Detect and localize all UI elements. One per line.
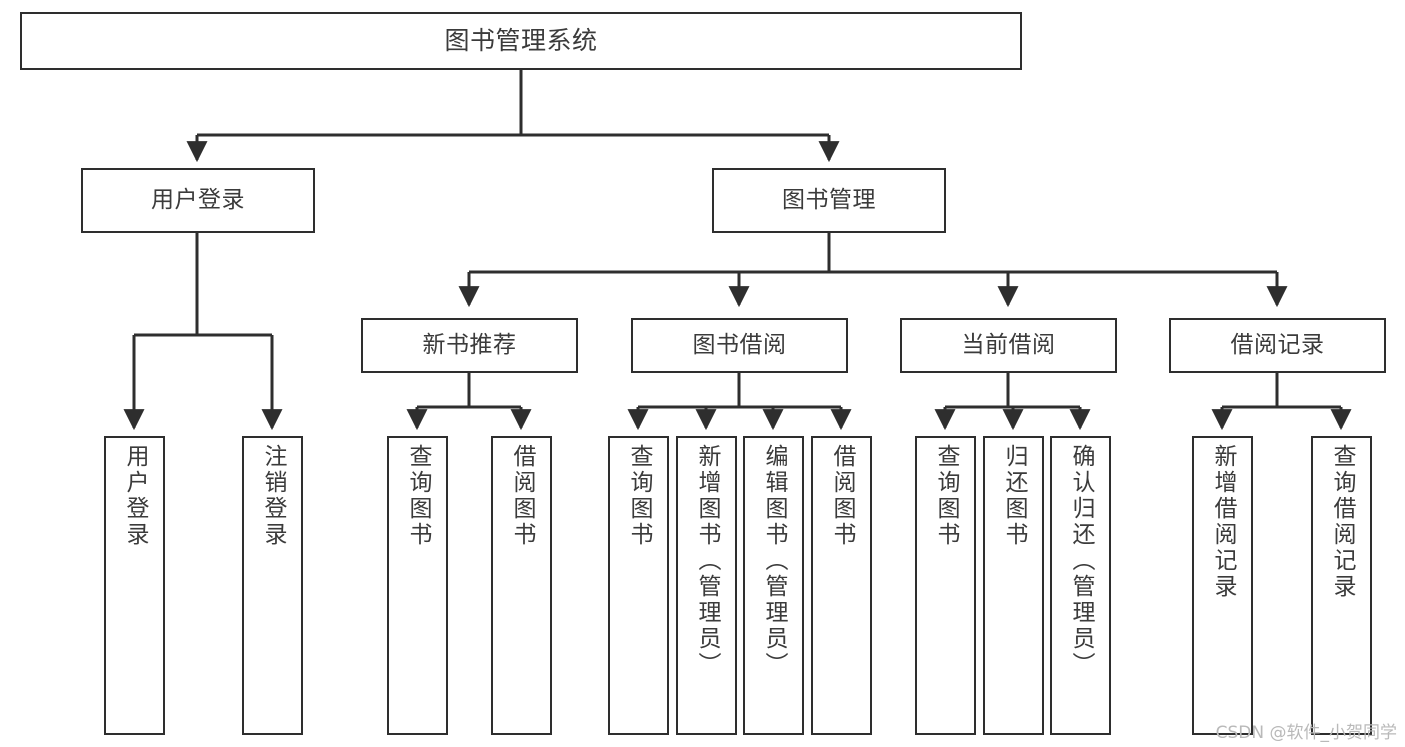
watermark-text: CSDN @软件_小贺同学 [1215, 723, 1397, 743]
node-leaf-add-book-label: 新增图书（管理员） [694, 444, 720, 678]
node-leaf-query-book-3-label: 查询图书 [933, 444, 959, 548]
node-leaf-user-logout-label: 注销登录 [260, 444, 286, 548]
node-book-borrow[interactable]: 图书借阅 [631, 318, 848, 373]
node-leaf-query-book-1[interactable]: 查询图书 [387, 436, 448, 735]
node-leaf-query-book-3[interactable]: 查询图书 [915, 436, 976, 735]
node-borrow-record[interactable]: 借阅记录 [1169, 318, 1386, 373]
node-leaf-confirm-return-label: 确认归还（管理员） [1068, 444, 1094, 678]
node-leaf-user-login-label: 用户登录 [122, 444, 148, 548]
node-leaf-user-logout[interactable]: 注销登录 [242, 436, 303, 735]
node-leaf-user-login[interactable]: 用户登录 [104, 436, 165, 735]
node-leaf-query-record[interactable]: 查询借阅记录 [1311, 436, 1372, 735]
node-book-manage-label: 图书管理 [782, 186, 876, 213]
node-book-borrow-label: 图书借阅 [692, 331, 787, 358]
node-leaf-edit-book[interactable]: 编辑图书（管理员） [743, 436, 804, 735]
node-leaf-edit-book-label: 编辑图书（管理员） [761, 444, 787, 678]
node-book-manage[interactable]: 图书管理 [712, 168, 946, 233]
node-leaf-add-book[interactable]: 新增图书（管理员） [676, 436, 737, 735]
node-leaf-add-record[interactable]: 新增借阅记录 [1192, 436, 1253, 735]
node-leaf-return-book-label: 归还图书 [1001, 444, 1027, 548]
node-user-login[interactable]: 用户登录 [81, 168, 315, 233]
node-leaf-borrow-book-2[interactable]: 借阅图书 [811, 436, 872, 735]
node-leaf-add-record-label: 新增借阅记录 [1210, 444, 1236, 600]
node-leaf-query-book-2[interactable]: 查询图书 [608, 436, 669, 735]
node-leaf-borrow-book-1[interactable]: 借阅图书 [491, 436, 552, 735]
node-leaf-borrow-book-2-label: 借阅图书 [829, 444, 855, 548]
node-leaf-return-book[interactable]: 归还图书 [983, 436, 1044, 735]
node-root-label: 图书管理系统 [444, 26, 598, 56]
node-current-borrow[interactable]: 当前借阅 [900, 318, 1117, 373]
node-new-book-recommend[interactable]: 新书推荐 [361, 318, 578, 373]
node-leaf-query-book-2-label: 查询图书 [626, 444, 652, 548]
node-root[interactable]: 图书管理系统 [20, 12, 1022, 70]
node-user-login-label: 用户登录 [151, 186, 245, 213]
node-leaf-borrow-book-1-label: 借阅图书 [509, 444, 535, 548]
node-leaf-confirm-return[interactable]: 确认归还（管理员） [1050, 436, 1111, 735]
node-leaf-query-book-1-label: 查询图书 [405, 444, 431, 548]
node-borrow-record-label: 借阅记录 [1230, 331, 1325, 358]
node-leaf-query-record-label: 查询借阅记录 [1329, 444, 1355, 600]
node-new-book-recommend-label: 新书推荐 [422, 331, 517, 358]
node-current-borrow-label: 当前借阅 [961, 331, 1056, 358]
